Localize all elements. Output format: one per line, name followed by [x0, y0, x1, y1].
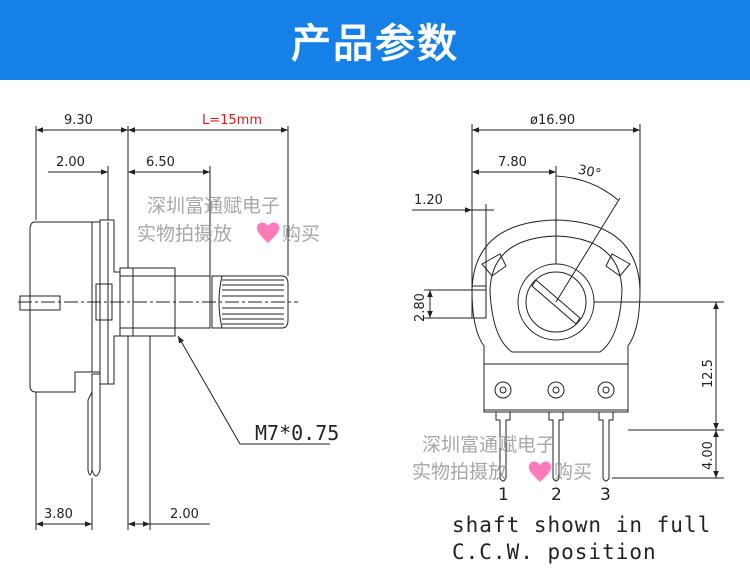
dim-label-bushing: 6.50 [146, 155, 175, 170]
shaft-slot [531, 279, 581, 325]
watermark-left: 深圳富通赋电子 实物拍摄放 购买 [137, 195, 320, 245]
dim-label-shaft-length: L=15mm [202, 113, 262, 128]
terminal-3-hole [597, 381, 615, 399]
watermark-left-line1: 深圳富通赋电子 [147, 195, 280, 217]
banner-title: 产品参数 [291, 21, 459, 67]
shaft-inner-circle [525, 271, 587, 333]
dim-label-overall: 9.30 [64, 113, 93, 128]
pin-label-1: 1 [498, 485, 509, 505]
angle-arc [555, 175, 619, 201]
dim-label-center-height: 12.5 [701, 359, 716, 388]
side-view-labels: 9.30 L=15mm 2.00 6.50 M7*0.75 3.80 2.00 [44, 113, 339, 522]
pin-label-2: 2 [551, 485, 562, 505]
terminal-pin [91, 373, 101, 477]
pin-1 [495, 411, 511, 482]
dim-label-pin-width: 2.00 [170, 507, 199, 522]
terminal-pin-bend [87, 391, 93, 476]
terminal-2-hole [547, 381, 565, 399]
front-view [412, 124, 724, 482]
heart-icon [528, 461, 552, 482]
left-lug [471, 285, 487, 319]
dim-label-pin-length: 4.00 [701, 441, 716, 470]
knurled-shaft [211, 275, 289, 329]
pin-2 [548, 411, 564, 482]
dim-label-lug-width: 1.20 [414, 193, 443, 208]
pin-3 [598, 411, 614, 482]
angle-ref-line [555, 197, 621, 303]
housing-body [29, 221, 101, 393]
title-banner: 产品参数 [0, 0, 750, 80]
plate-tab [95, 283, 113, 321]
terminal-1-hole [494, 381, 512, 399]
dim-label-center: 7.80 [498, 155, 527, 170]
thread-callout: M7*0.75 [255, 421, 339, 445]
watermark-right-line2b: 购买 [554, 461, 592, 483]
front-body [471, 219, 641, 411]
front-view-labels: ø16.90 7.80 30° 1.20 2.80 12.5 4.00 1 2 … [413, 113, 716, 564]
heart-icon [256, 222, 280, 243]
terminal-1-hole-inner [499, 386, 507, 394]
watermark-right-line1: 深圳富通赋电子 [422, 434, 555, 456]
rear-nub [19, 295, 61, 311]
shaft [174, 275, 211, 329]
dim-label-pin-offset: 3.80 [44, 507, 73, 522]
knurl-cap-left [218, 275, 223, 329]
watermark-left-line2b: 购买 [282, 223, 320, 245]
dim-label-diameter: ø16.90 [530, 113, 575, 128]
watermark-right: 深圳富通赋电子 实物拍摄放 购买 [412, 434, 592, 483]
note-line-1: shaft shown in full [452, 513, 711, 537]
terminal-2-hole-inner [552, 386, 560, 394]
dim-label-front: 2.00 [56, 155, 85, 170]
dim-label-lug-height: 2.80 [413, 293, 428, 322]
right-slot [605, 253, 631, 277]
dim-label-angle: 30° [577, 163, 603, 182]
left-slot [481, 253, 507, 277]
thread-leader [177, 335, 330, 445]
terminal-3-hole-inner [602, 386, 610, 394]
front-inner-ring [489, 235, 623, 353]
watermark-right-line2a: 实物拍摄放 [412, 461, 507, 483]
bushing [119, 267, 176, 337]
pin-label-3: 3 [600, 485, 611, 505]
note-line-2: C.C.W. position [452, 540, 657, 564]
watermark-left-line2a: 实物拍摄放 [137, 223, 232, 245]
side-view [18, 126, 330, 530]
